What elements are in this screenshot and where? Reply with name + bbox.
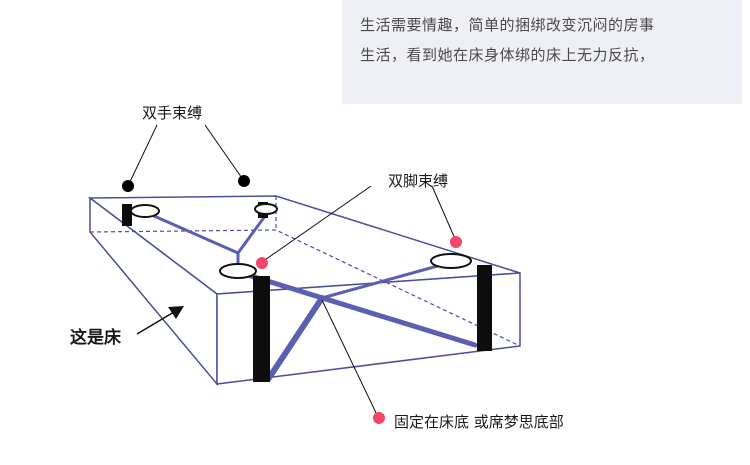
caption-box: 生活需要情趣，简单的捆绑改变沉闷的房事 生活，看到她在床身体绑的床上无力反抗， (342, 0, 742, 104)
cuff-rings (130, 203, 472, 279)
caption-line-2: 生活，看到她在床身体绑的床上无力反抗， (360, 46, 655, 64)
label-fixed: 固定在床底 或席梦思底部 (394, 413, 564, 431)
label-feet: 双脚束缚 (388, 172, 449, 190)
caption-fade-overlay (362, 62, 702, 102)
bed-posts (122, 202, 492, 382)
hand-marker-dot-left (122, 180, 134, 192)
caption-line-1: 生活需要情趣，简单的捆绑改变沉闷的房事 (360, 16, 655, 34)
fixed-marker-dot (373, 412, 385, 424)
bed-hidden-edge (89, 229, 521, 347)
bed-arrow (136, 306, 184, 335)
foot-marker-dot-left (256, 257, 268, 269)
strap-lines (143, 210, 478, 381)
label-bed: 这是床 (70, 328, 121, 348)
hand-marker-dot-right (238, 175, 250, 187)
foot-marker-dot-right (450, 236, 462, 248)
label-hands: 双手束缚 (142, 104, 203, 122)
leader-lines (127, 124, 457, 418)
